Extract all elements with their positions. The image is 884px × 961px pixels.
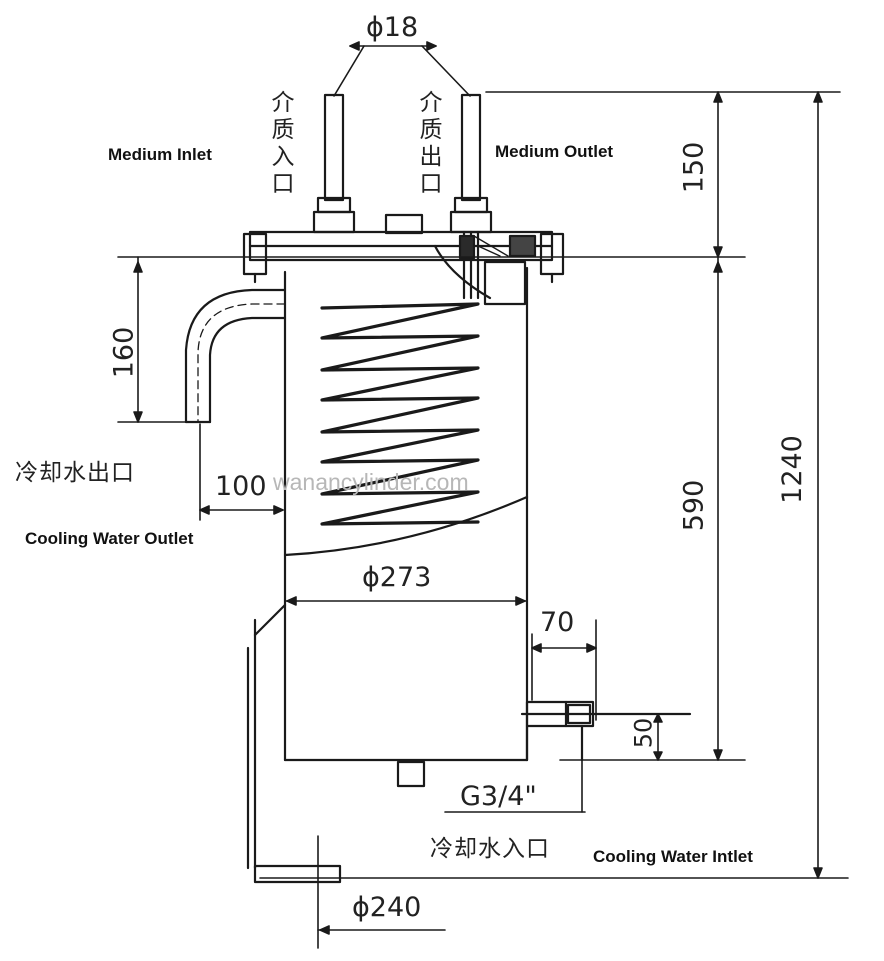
cooling-water-inlet-pipe — [520, 700, 692, 762]
dim-pipe-dia — [333, 41, 471, 97]
label-cooling-water-outlet: Cooling Water Outlet — [25, 529, 194, 548]
label-cn-medium-outlet: 介质出口 — [419, 90, 443, 197]
dim-text-top-height: 150 — [678, 141, 710, 194]
label-cn-cooling-water-inlet: 冷却水入口 — [430, 836, 550, 862]
dim-text-body-height: 590 — [678, 479, 710, 532]
label-medium-outlet: Medium Outlet — [495, 142, 614, 161]
dim-left — [117, 256, 586, 949]
dim-text-inlet-thread: G3/4" — [460, 781, 537, 812]
cooling-coil — [320, 302, 480, 526]
label-cooling-water-inlet: Cooling Water Intlet — [593, 847, 753, 866]
bottom-drain — [396, 760, 426, 788]
dim-text-base-dia: ϕ240 — [352, 892, 422, 923]
dim-text-outlet-offset: 100 — [215, 471, 267, 502]
dim-text-inlet-offset: 70 — [540, 607, 575, 638]
dim-right — [117, 91, 849, 879]
dim-text-body-dia: ϕ273 — [362, 562, 432, 593]
label-medium-inlet: Medium Inlet — [108, 145, 212, 164]
dim-text-inlet-height: 50 — [629, 717, 658, 749]
top-flange — [242, 230, 565, 306]
dim-text-total-height: 1240 — [776, 435, 808, 504]
shell-body — [283, 266, 529, 762]
cooling-water-outlet-pipe — [184, 288, 287, 424]
label-cn-medium-inlet: 介质入口 — [271, 90, 295, 197]
medium-inlet-pipe — [312, 93, 356, 234]
top-center-nipple — [384, 213, 424, 235]
dim-text-outlet-drop: 160 — [108, 326, 140, 379]
watermark: wanancylinder.com — [273, 469, 469, 495]
support-leg-left — [246, 603, 342, 884]
label-cn-cooling-water-outlet: 冷却水出口 — [15, 460, 135, 486]
dim-text-pipe-dia: ϕ18 — [366, 12, 419, 43]
